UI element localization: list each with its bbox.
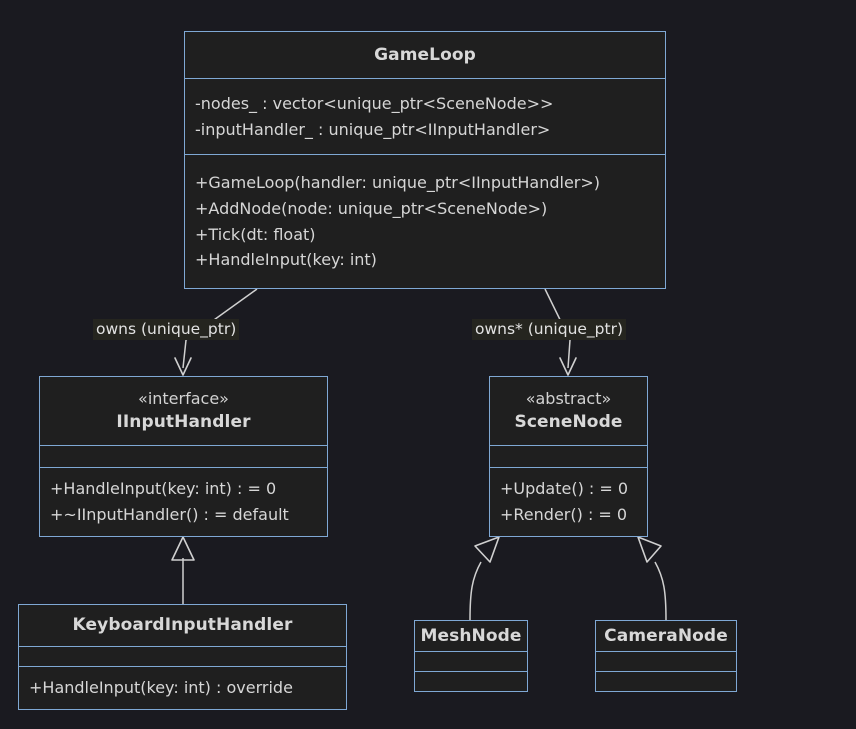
edge-label-owns-input-handler: owns (unique_ptr) [93, 319, 240, 341]
class-stereotype-iinputhandler: «interface» [138, 389, 229, 409]
class-methods-keyboardinputhandler: +HandleInput(key: int) : override [19, 666, 346, 709]
class-header-scenenode: «abstract» SceneNode [490, 377, 647, 445]
class-attributes-iinputhandler [40, 445, 327, 467]
edge-meshnode-extends-scenenode [469, 536, 500, 621]
edge-cameranode-extends-scenenode [637, 536, 667, 621]
class-box-meshnode[interactable]: MeshNode [414, 620, 528, 692]
class-header-keyboardinputhandler: KeyboardInputHandler [19, 605, 346, 646]
class-methods-meshnode [415, 671, 527, 691]
class-name-iinputhandler: IInputHandler [116, 411, 251, 432]
class-attributes-keyboardinputhandler [19, 646, 346, 666]
class-attributes-meshnode [415, 651, 527, 671]
edge-keyboard-implements-iinputhandler [171, 536, 195, 604]
class-name-cameranode: CameraNode [604, 625, 728, 646]
method-row: +Update() : = 0 [500, 479, 629, 499]
method-row: +AddNode(node: unique_ptr<SceneNode>) [195, 198, 548, 218]
class-name-gameloop: GameLoop [374, 44, 476, 65]
class-box-iinputhandler[interactable]: «interface» IInputHandler +HandleInput(k… [39, 376, 328, 537]
method-row: +HandleInput(key: int) : = 0 [50, 479, 277, 499]
class-box-gameloop[interactable]: GameLoop -nodes_ : vector<unique_ptr<Sce… [184, 31, 666, 289]
class-name-keyboardinputhandler: KeyboardInputHandler [72, 615, 293, 636]
class-box-scenenode[interactable]: «abstract» SceneNode +Update() : = 0 +Re… [489, 376, 648, 537]
class-attributes-scenenode [490, 445, 647, 467]
class-name-scenenode: SceneNode [514, 411, 623, 432]
class-header-iinputhandler: «interface» IInputHandler [40, 377, 327, 445]
class-attributes-gameloop: -nodes_ : vector<unique_ptr<SceneNode>> … [185, 78, 665, 154]
method-row: +Tick(dt: float) [195, 224, 316, 244]
class-methods-cameranode [596, 671, 736, 691]
method-row: +GameLoop(handler: unique_ptr<IInputHand… [195, 172, 601, 192]
class-box-keyboardinputhandler[interactable]: KeyboardInputHandler +HandleInput(key: i… [18, 604, 347, 710]
attribute-row: -nodes_ : vector<unique_ptr<SceneNode>> [195, 93, 554, 113]
class-attributes-cameranode [596, 651, 736, 671]
class-methods-iinputhandler: +HandleInput(key: int) : = 0 +~IInputHan… [40, 467, 327, 536]
class-header-gameloop: GameLoop [185, 32, 665, 78]
class-methods-gameloop: +GameLoop(handler: unique_ptr<IInputHand… [185, 154, 665, 288]
method-row: +Render() : = 0 [500, 505, 628, 524]
class-name-meshnode: MeshNode [420, 625, 522, 646]
class-methods-scenenode: +Update() : = 0 +Render() : = 0 [490, 467, 647, 536]
attribute-row: -inputHandler_ : unique_ptr<IInputHandle… [195, 119, 551, 139]
method-row: +HandleInput(key: int) : override [29, 678, 293, 698]
class-header-meshnode: MeshNode [415, 621, 527, 651]
class-box-cameranode[interactable]: CameraNode [595, 620, 737, 692]
edge-label-owns-scene-nodes: owns* (unique_ptr) [472, 319, 627, 341]
method-row: +HandleInput(key: int) [195, 250, 377, 270]
class-stereotype-scenenode: «abstract» [525, 389, 612, 409]
class-header-cameranode: CameraNode [596, 621, 736, 651]
method-row: +~IInputHandler() : = default [50, 505, 289, 524]
